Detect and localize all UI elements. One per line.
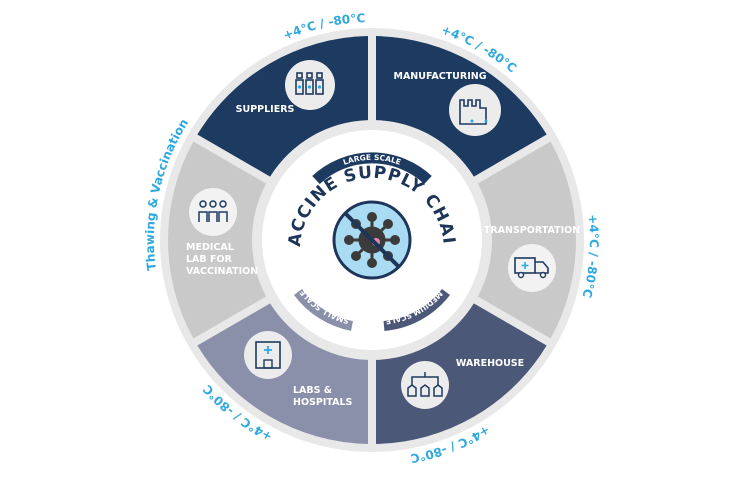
label-medical-line3: VACCINATION: [186, 266, 258, 277]
svg-text:LARGE SCALE: LARGE SCALE: [342, 153, 402, 167]
medium-scale-band: [383, 288, 450, 331]
label-labs-line1: LABS &: [293, 385, 332, 396]
label-suppliers: SUPPLIERS: [236, 104, 295, 115]
label-warehouse: WAREHOUSE: [456, 358, 524, 369]
truck-icon: [508, 244, 556, 292]
people-icon: [189, 188, 237, 236]
large-scale-label: LARGE SCALE: [342, 153, 402, 167]
label-medical-line2: LAB FOR: [186, 254, 233, 265]
large-scale-band: [312, 152, 432, 185]
segment-transportation: [477, 141, 576, 339]
small-scale-band: [293, 288, 354, 331]
label-transportation: TRANSPORTATION: [484, 225, 580, 236]
vials-icon: [285, 60, 335, 110]
no-virus-icon: [332, 200, 412, 280]
label-medical-line1: MEDICAL: [186, 242, 234, 253]
label-manufacturing: MANUFACTURING: [394, 71, 487, 82]
hospital-icon: [244, 331, 292, 379]
segment-medical: [168, 141, 267, 339]
label-labs-line2: HOSPITALS: [293, 397, 353, 408]
segment-warehouse: [375, 303, 547, 444]
warehouse-icon: [401, 361, 449, 409]
factory-icon: [449, 84, 501, 136]
